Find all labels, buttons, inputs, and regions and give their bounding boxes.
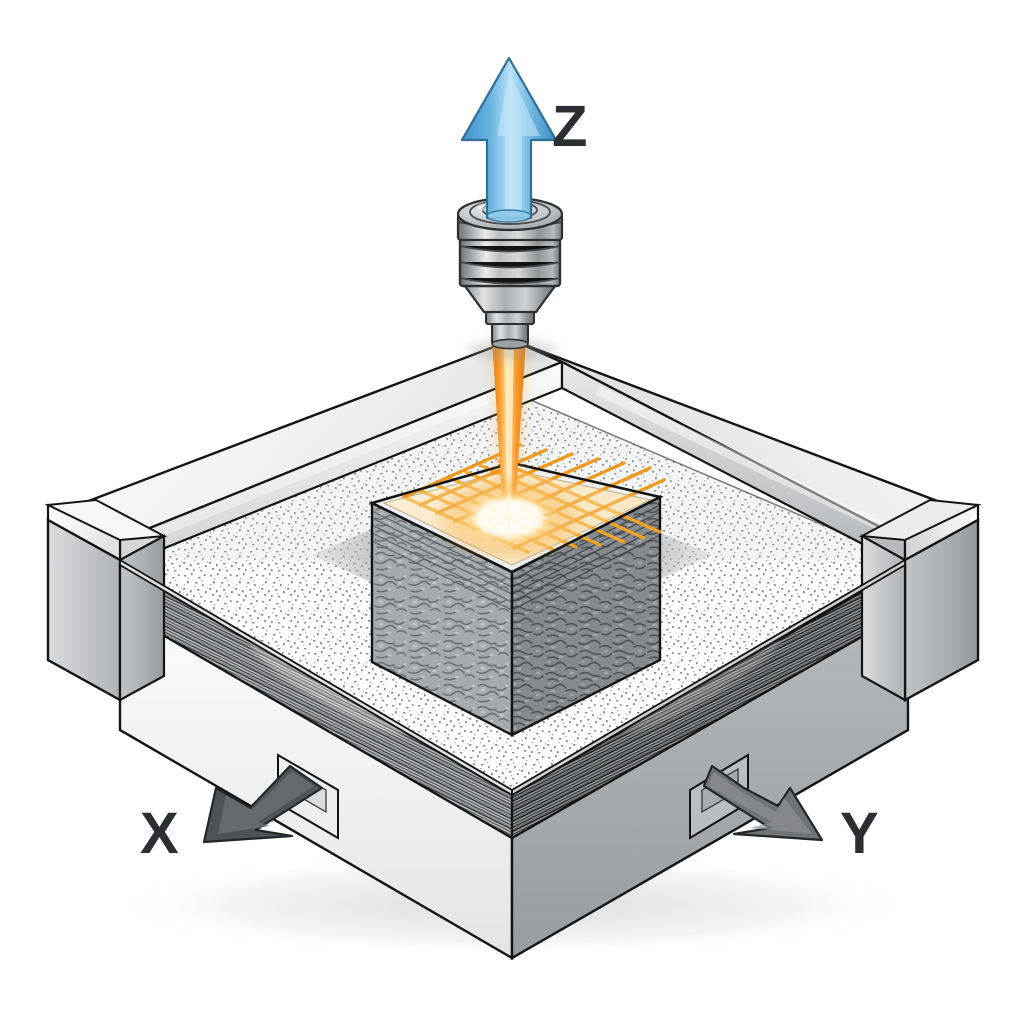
axis-label-z: Z xyxy=(552,94,588,159)
corner-post-right xyxy=(858,498,982,703)
chamber-frame-near xyxy=(119,558,906,797)
axis-label-x: X xyxy=(140,801,179,866)
axis-arrow-z xyxy=(460,56,558,223)
axis-arrow-y xyxy=(702,764,824,842)
corner-post-left xyxy=(44,498,168,703)
axis-arrow-x xyxy=(202,764,324,844)
melt-pool xyxy=(431,474,587,562)
chamber-frame-far xyxy=(75,338,951,568)
rail-near-right-top xyxy=(511,558,906,797)
axis-label-y: Y xyxy=(840,801,879,866)
